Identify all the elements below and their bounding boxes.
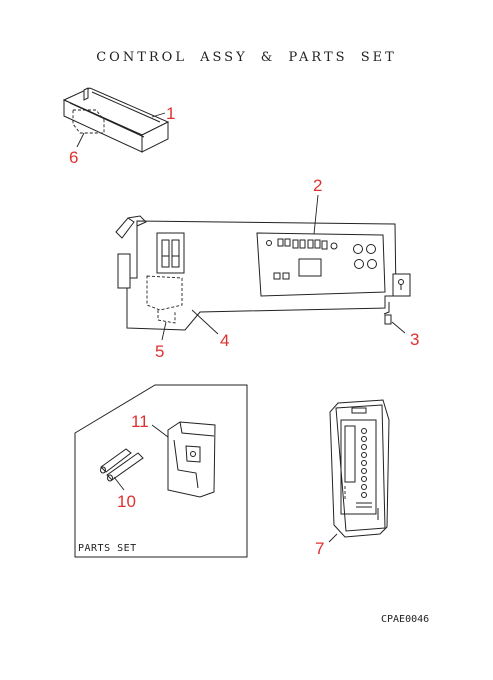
parts-set-frame — [74, 384, 248, 558]
part-10-batteries — [100, 448, 144, 482]
callout-3: 3 — [410, 330, 419, 349]
callout-6: 6 — [69, 148, 78, 167]
part-11-holder — [167, 421, 216, 498]
callout-2: 2 — [313, 176, 322, 195]
part-3-clip — [383, 302, 392, 325]
callout-1: 1 — [166, 104, 175, 123]
part-1-receiver-cover — [62, 87, 170, 153]
drawing-code: CPAE0046 — [381, 614, 430, 625]
callout-5: 5 — [155, 342, 164, 361]
part-4-switch-block — [146, 232, 185, 311]
part-7-remote-control — [329, 399, 390, 538]
callout-7: 7 — [315, 539, 324, 558]
parts-set-label: PARTS SET — [78, 543, 137, 554]
part-2-pcb — [256, 232, 386, 297]
callout-4: 4 — [220, 331, 229, 350]
diagram-title: CONTROL ASSY & PARTS SET — [96, 50, 397, 65]
callout-10: 10 — [117, 492, 136, 511]
callout-11: 11 — [131, 412, 149, 431]
part-6-hidden-component — [72, 109, 105, 134]
part-5-hidden-terminal — [157, 310, 176, 324]
